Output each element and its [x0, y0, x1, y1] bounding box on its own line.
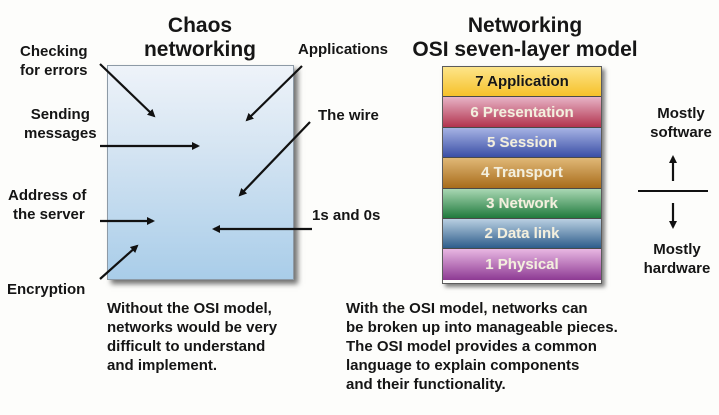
arrow-applications — [245, 65, 303, 122]
caption-line: With the OSI model, networks can — [346, 300, 588, 317]
layer-network: 3 Network — [443, 188, 601, 219]
label-line: Address of — [8, 187, 87, 204]
caption-line: difficult to understand — [107, 338, 266, 355]
chaos-title-line1: Chaos — [167, 14, 233, 37]
layer-presentation: 6 Presentation — [443, 97, 601, 128]
layer-data-link: 2 Data link — [443, 218, 601, 250]
label-1s-and-0s: 1s and 0s — [312, 207, 381, 224]
caption-line: The OSI model provides a common — [346, 338, 597, 355]
label-line: the server — [13, 206, 85, 223]
label-mostly-software: Mostly software — [643, 104, 719, 142]
osi-title-line1: Networking — [467, 14, 583, 37]
label-sending-messages: Sending messages — [24, 105, 97, 143]
layer-physical: 1 Physical — [443, 249, 601, 280]
label-the-wire: The wire — [318, 107, 379, 124]
arrow-wire — [238, 121, 311, 197]
label-encryption: Encryption — [7, 281, 86, 298]
layer-application: 7 Application — [443, 67, 601, 98]
caption-line: language to explain components — [346, 357, 580, 374]
osi-layer-stack: 7 Application 6 Presentation 5 Session 4… — [442, 66, 602, 284]
label-line: Checking — [20, 43, 88, 60]
label-line: Mostly — [657, 105, 705, 122]
label-address-of-server: Address of the server — [8, 186, 86, 224]
label-checking-for-errors: Checking for errors — [20, 42, 88, 80]
caption-line: be broken up into manageable pieces. — [346, 319, 618, 336]
osi-title: Networking OSI seven-layer model — [400, 14, 650, 62]
label-line: for errors — [20, 62, 88, 79]
arrow-checking — [99, 63, 156, 118]
osi-caption: With the OSI model, networks can be brok… — [346, 299, 618, 394]
chaos-title-line2: networking — [143, 38, 256, 61]
arrow-encryption — [99, 244, 139, 280]
label-mostly-hardware: Mostly hardware — [637, 240, 717, 278]
label-line: Mostly — [653, 241, 701, 258]
label-line: hardware — [643, 260, 711, 277]
chaos-title: Chaos networking — [120, 14, 280, 62]
caption-line: networks would be very — [107, 319, 278, 336]
layer-session: 5 Session — [443, 127, 601, 159]
layer-transport: 4 Transport — [443, 158, 601, 189]
label-line: software — [650, 124, 712, 141]
caption-line: Without the OSI model, — [107, 300, 272, 317]
software-hardware-divider — [638, 190, 708, 192]
caption-line: and their functionality. — [346, 376, 506, 393]
osi-title-line2: OSI seven-layer model — [412, 38, 638, 61]
label-line: Sending — [30, 106, 90, 123]
label-line: messages — [24, 125, 97, 142]
chaos-caption: Without the OSI model, networks would be… — [107, 299, 277, 375]
caption-line: and implement. — [107, 357, 218, 374]
label-applications: Applications — [298, 41, 389, 58]
